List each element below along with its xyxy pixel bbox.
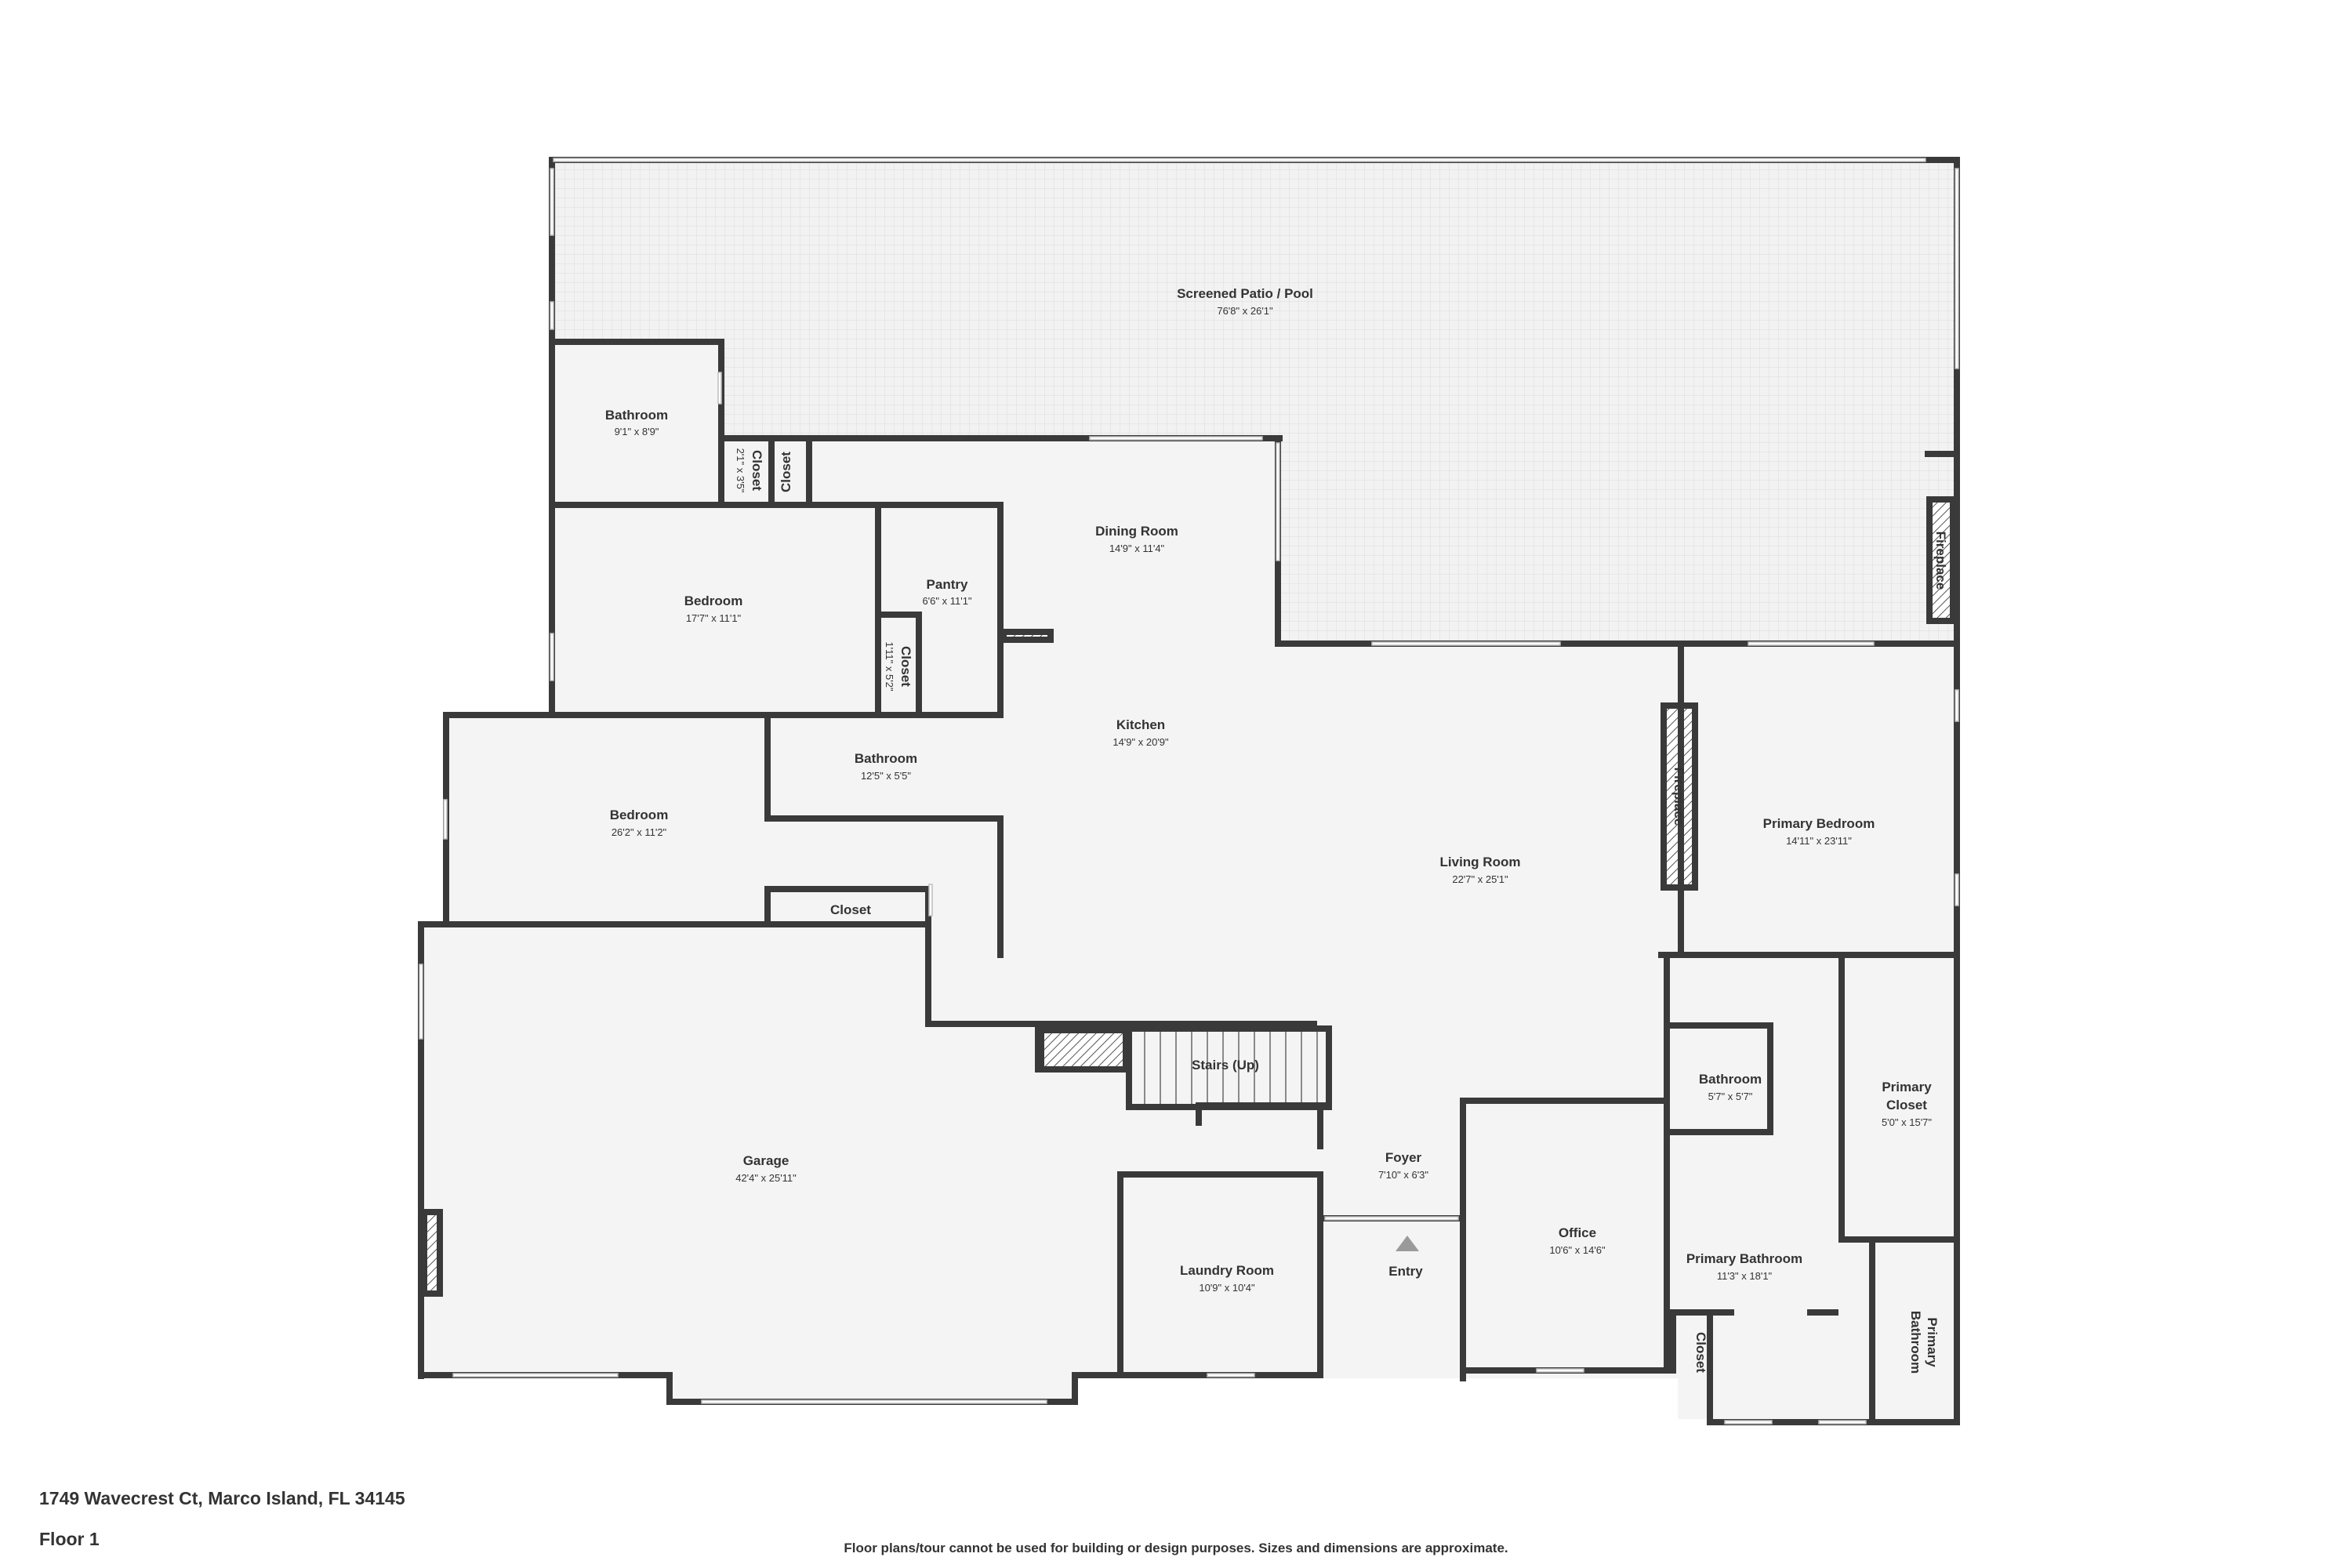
room-dims-dining: 14'9" x 11'4" (1109, 543, 1165, 554)
room-name-primary-closet-line2: Closet (1886, 1098, 1927, 1112)
room-dims-bathroom-3: 5'7" x 5'7" (1708, 1091, 1753, 1102)
room-dims-foyer: 7'10" x 6'3" (1378, 1169, 1428, 1181)
room-name-bedroom-2: Bedroom (610, 808, 669, 822)
room-dims-bathroom-2: 12'5" x 5'5" (861, 770, 911, 782)
room-dims-pantry: 6'6" x 11'1" (922, 595, 971, 607)
room-dims-kitchen: 14'9" x 20'9" (1112, 736, 1169, 748)
room-dims-bedroom-1: 17'7" x 11'1" (686, 612, 742, 624)
hatched-block-garage (421, 1209, 443, 1297)
room-name-bathroom-2: Bathroom (855, 751, 917, 766)
entry-arrow-icon (1396, 1236, 1419, 1251)
patio-area (551, 159, 1957, 643)
room-name-primary-bathroom-2-line1: Primary (1925, 1317, 1940, 1367)
room-dims-closet-c: 1'11" x 5'2" (884, 641, 895, 691)
room-dims-living: 22'7" x 25'1" (1452, 873, 1508, 885)
room-dims-garage: 42'4" x 25'11" (735, 1172, 797, 1184)
room-name-closet-e: Closet (1693, 1332, 1708, 1373)
room-labels: Screened Patio / Pool 76'8" x 26'1" Bath… (605, 286, 1948, 1374)
floor-label: Floor 1 (39, 1529, 100, 1549)
room-name-garage: Garage (743, 1153, 789, 1168)
room-dims-primary-closet: 5'0" x 15'7" (1882, 1116, 1932, 1128)
hatched-block-stairs (1035, 1027, 1129, 1073)
stairs-icon (1126, 1025, 1332, 1110)
room-name-kitchen: Kitchen (1116, 717, 1165, 732)
fireplace-1 (1926, 496, 1956, 624)
room-name-bathroom-1: Bathroom (605, 408, 668, 423)
room-dims-primary-bedroom: 14'11" x 23'11" (1786, 835, 1852, 847)
room-name-primary-closet-line1: Primary (1882, 1080, 1932, 1094)
room-dims-laundry: 10'9" x 10'4" (1199, 1282, 1255, 1294)
room-name-bedroom-1: Bedroom (684, 593, 743, 608)
room-name-fireplace-1: Fireplace (1933, 532, 1948, 590)
room-name-foyer: Foyer (1385, 1150, 1422, 1165)
room-dims-bedroom-2: 26'2" x 11'2" (612, 826, 667, 838)
room-dims-patio: 76'8" x 26'1" (1217, 305, 1273, 317)
room-name-closet-d: Closet (830, 902, 871, 917)
interior-floor (421, 341, 1957, 1425)
room-name-dining: Dining Room (1095, 524, 1178, 539)
room-name-primary-bedroom: Primary Bedroom (1763, 816, 1875, 831)
property-address: 1749 Wavecrest Ct, Marco Island, FL 3414… (39, 1488, 405, 1508)
room-dims-closet-small: 2'1" x 3'5" (735, 448, 746, 493)
room-name-patio: Screened Patio / Pool (1177, 286, 1313, 301)
room-name-office: Office (1559, 1225, 1596, 1240)
room-name-bathroom-3: Bathroom (1699, 1072, 1762, 1087)
room-name-closet-c: Closet (898, 646, 913, 687)
room-name-entry: Entry (1388, 1264, 1423, 1279)
room-name-closet-b: Closet (779, 452, 793, 492)
room-name-stairs: Stairs (Up) (1192, 1058, 1259, 1073)
disclaimer-text: Floor plans/tour cannot be used for buil… (844, 1541, 1508, 1555)
room-dims-primary-bathroom: 11'3" x 18'1" (1717, 1270, 1773, 1282)
room-dims-bathroom-1: 9'1" x 8'9" (615, 426, 659, 437)
room-name-pantry: Pantry (927, 577, 968, 592)
room-name-laundry: Laundry Room (1180, 1263, 1274, 1278)
hatched-block-kitchen (1000, 629, 1054, 643)
room-name-primary-bathroom: Primary Bathroom (1686, 1251, 1802, 1266)
room-name-fireplace-2: Fireplace (1671, 768, 1686, 826)
walls (418, 157, 1960, 1425)
room-dims-office: 10'6" x 14'6" (1549, 1244, 1606, 1256)
room-name-closet-small: Closet (750, 450, 764, 491)
room-name-living: Living Room (1440, 855, 1521, 869)
openings (419, 158, 1959, 1425)
room-name-primary-bathroom-2-line2: Bathroom (1908, 1311, 1923, 1374)
